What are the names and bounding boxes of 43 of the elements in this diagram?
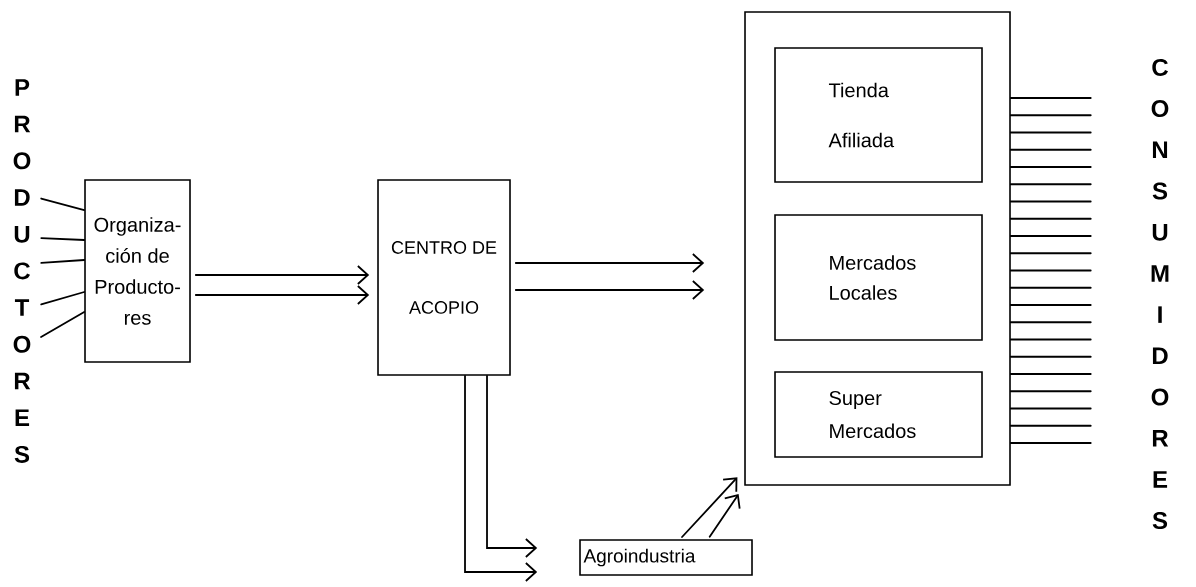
arrow <box>514 280 705 300</box>
outlet-box: Tienda Afiliada <box>774 47 983 183</box>
connector-line <box>1009 235 1092 237</box>
connector-line <box>1009 286 1092 289</box>
vertical-label: CONSUMIDORES <box>1151 58 1169 530</box>
arrow <box>514 253 705 273</box>
arrow <box>486 374 538 558</box>
arrow <box>194 265 370 285</box>
connector-line <box>1009 390 1092 393</box>
connector-line <box>1009 407 1092 410</box>
connector-line <box>1009 442 1092 444</box>
connector-line <box>40 311 86 338</box>
connector-line <box>1009 355 1092 358</box>
connector-line <box>1009 217 1092 220</box>
connector-line <box>40 237 86 241</box>
connector-line <box>1009 304 1092 306</box>
connector-line <box>1009 269 1092 272</box>
arrow <box>681 477 738 538</box>
vertical-label: PRODUCTORES <box>13 79 31 463</box>
connector-line <box>1009 114 1092 117</box>
process-box: Agroindustria <box>579 539 753 576</box>
connector-line <box>40 259 86 264</box>
connector-line <box>1009 131 1092 134</box>
connector-line <box>1009 200 1092 203</box>
arrow <box>708 494 741 538</box>
connector-line <box>1009 373 1092 375</box>
arrow <box>194 285 370 305</box>
connector-line <box>1009 424 1092 427</box>
outlet-box: Mercados Locales <box>774 214 983 341</box>
process-box: Organiza- ción de Producto- res <box>84 179 191 363</box>
container-box <box>744 11 1011 486</box>
connector-line <box>1009 183 1092 186</box>
connector-line <box>40 197 86 211</box>
connector-line <box>1009 97 1092 99</box>
connector-line <box>1009 252 1092 255</box>
connector-line <box>1009 166 1092 168</box>
connector-line <box>1009 148 1092 151</box>
connector-line <box>1009 338 1092 341</box>
connector-line <box>40 291 86 306</box>
connector-line <box>1009 321 1092 324</box>
arrow <box>464 374 538 582</box>
outlet-box: Super Mercados <box>774 371 983 458</box>
process-box: CENTRO DE ACOPIO <box>377 179 511 376</box>
